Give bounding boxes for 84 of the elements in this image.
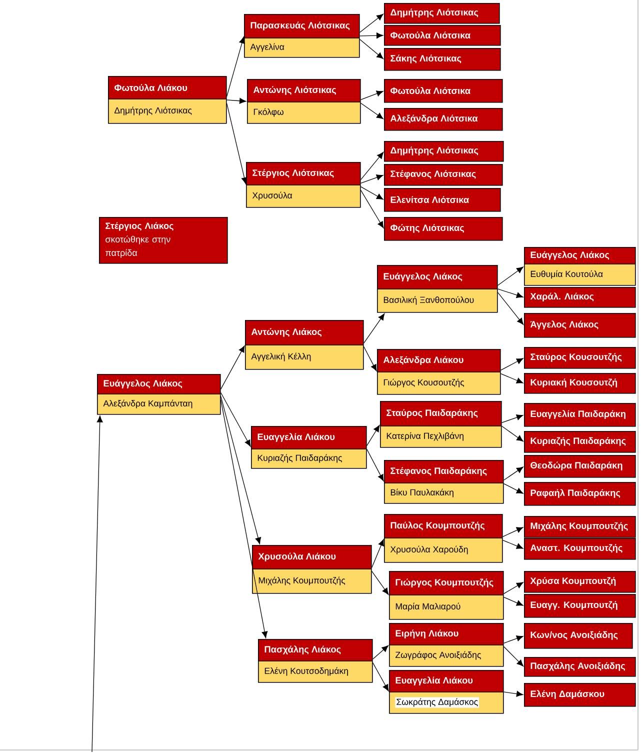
arrow <box>360 90 384 100</box>
person-box: Ραφαήλ Παιδαράκης <box>524 482 636 506</box>
arrow <box>220 399 268 638</box>
couple-box: Πασχάλης Λιάκος Ελένη Κουτσοδημάκη <box>258 639 373 683</box>
person-box: Φώτης Λιότσικας <box>384 217 503 241</box>
arrow <box>501 426 524 442</box>
arrow <box>497 292 524 325</box>
person-box: Κων/νος Ανοιξιάδης <box>524 623 633 649</box>
arrow <box>503 582 524 594</box>
person-box: Ελένη Δαμάσκου <box>524 683 636 707</box>
couple-box: Αντώνης Λιάκος Αγγελική Κέλλη <box>244 320 364 370</box>
arrow <box>359 14 384 33</box>
person-box: Ευαγγελία Παιδαράκη <box>524 403 636 427</box>
arrow <box>220 396 262 544</box>
couple-box: Γιώργος Κουμπουτζής Μαρία Μαλιαρού <box>388 571 504 620</box>
arrow <box>360 186 384 200</box>
couple-box: Αντώνης Λιότσικας Γκόλφω <box>246 79 361 124</box>
person-box: Στέφανος Λιότσικας <box>384 164 503 186</box>
couple-box: Ευάγγελος Λιάκος Ευθυμία Κουτούλα <box>524 247 636 286</box>
couple-box: Ευάγγελος Λιάκος Αλεξάνδρα Καμπάνταη <box>96 374 221 415</box>
arrow <box>372 662 389 692</box>
arrow <box>226 36 245 97</box>
person-box: Δημήτρης Λιότσικας <box>384 141 504 162</box>
arrow <box>503 636 524 644</box>
person-box: Ευαγγ. Κουμπουτζή <box>524 594 636 618</box>
arrow <box>363 313 385 344</box>
arrow <box>503 483 524 494</box>
couple-box: Στέργιος Λιότσικας Χρυσούλα <box>246 162 361 208</box>
couple-box: Ευάγγελος Λιάκος Βασιλική Ξανθοπούλου <box>376 265 498 313</box>
arrow <box>502 540 524 549</box>
arrow <box>503 466 524 480</box>
arrow <box>220 346 245 390</box>
arrow <box>226 98 246 104</box>
arrow <box>372 645 388 660</box>
couple-box: Σταύρος Παιδαράκης Κατερίνα Πεχλιβάνη <box>380 401 502 448</box>
arrow <box>360 190 384 228</box>
arrow <box>503 646 524 666</box>
person-box: Χρύσα Κουμπουτζή <box>524 571 636 593</box>
person-box: Ελενίτσα Λιότσικα <box>384 188 501 212</box>
couple-box: Ειρήνη Λιάκου Ζωγράφος Ανοιξιάδης <box>388 623 504 667</box>
couple-box: Παρασκευάς Λιότσικας Αγγελίνα <box>244 14 360 58</box>
couple-box: Φωτούλα Λιάκου Δημήτρης Λιότσικας <box>108 76 227 124</box>
arrow <box>502 527 524 537</box>
arrow <box>359 32 384 39</box>
couple-box: Ευαγγελία Λιάκου Σωκράτης Δαμάσκος <box>388 670 504 714</box>
arrow <box>503 596 524 606</box>
arrow <box>360 174 384 184</box>
arrow <box>497 266 524 286</box>
person-box: Αλεξάνδρα Λιότσικα <box>384 108 503 131</box>
person-box: Δημήτρης Λιότσικας <box>384 3 500 24</box>
person-box: Θεοδώρα Παιδαράκη <box>524 455 636 478</box>
arrow <box>497 288 524 298</box>
person-box: Χαράλ. Λιάκος <box>524 287 636 308</box>
arrow <box>500 373 524 384</box>
couple-box: Αλεξάνδρα Λιάκου Γιώργος Κουσουτζής <box>376 349 501 395</box>
person-box: Μιχάλης Κουμπουτζής <box>524 516 636 538</box>
arrow <box>359 39 384 59</box>
arrow <box>371 570 389 595</box>
person-box: Κυριακή Κουσουτζή <box>524 373 636 394</box>
arrow <box>366 425 380 446</box>
arrow <box>360 152 384 180</box>
couple-box: Χρυσούλα Λιάκου Μιχάλης Κουμπουτζής <box>252 545 372 594</box>
couple-box: Παύλος Κουμπουτζής Χρυσούλα Χαρούδη <box>384 514 503 563</box>
arrow <box>226 103 248 184</box>
arrow <box>501 414 524 423</box>
person-box: Σταύρος Κουσουτζής <box>524 347 636 369</box>
arrow <box>92 416 103 752</box>
arrow <box>500 358 524 370</box>
person-box: Σάκης Λιότσικας <box>384 48 501 71</box>
arrow <box>363 346 377 372</box>
couple-box: Στέφανος Παιδαράκης Βίκυ Παυλακάκη <box>384 460 504 504</box>
arrow <box>503 690 524 697</box>
arrow <box>371 539 384 568</box>
arrow <box>220 392 251 447</box>
couple-box: Ευαγγελία Λιάκου Κυριαζής Παιδαράκης <box>250 426 367 469</box>
person-box: Πασχάλης Ανοιξιάδης <box>524 657 636 677</box>
person-box: Κυριαζής Παιδαράκης <box>524 431 636 453</box>
person-box: Στέργιος Λιάκος σκοτώθηκε στην πατρίδα <box>99 217 228 264</box>
arrow <box>366 448 384 482</box>
person-box: Φωτούλα Λιότσικα <box>384 25 501 46</box>
person-box: Φωτούλα Λιότσικα <box>384 79 503 103</box>
person-box: Άγγελος Λιάκος <box>524 313 636 338</box>
arrow <box>360 102 384 120</box>
person-box: Αναστ. Κουμπουτζής <box>524 538 636 560</box>
